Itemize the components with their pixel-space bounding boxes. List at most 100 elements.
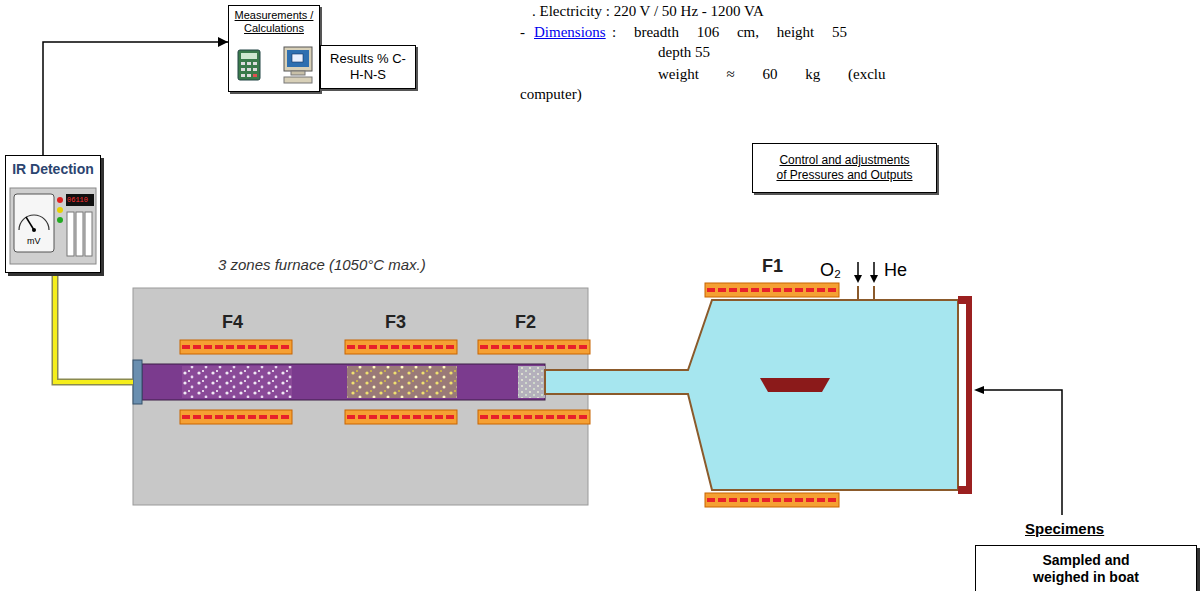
results-box: Results % C-H-N-S [320, 45, 416, 89]
gas-label: He [884, 260, 907, 281]
heater [478, 340, 590, 354]
leader-line [982, 390, 1062, 515]
heater-coil [707, 498, 837, 502]
connector-outline [55, 273, 133, 382]
furnace-box: 3 zones furnace (1050°C max.)F4F3F2 [133, 288, 588, 505]
digital-display [66, 194, 94, 206]
box-title: Measurements / Calculations [231, 9, 317, 35]
monitor-base [291, 71, 305, 75]
ir-detection-box: IR Detection mV 06110 [5, 155, 101, 273]
gas-arrow-head [870, 275, 878, 283]
connector-line [43, 42, 228, 155]
box-title: IR Detection [8, 159, 98, 177]
gas-arrow-head [854, 275, 862, 283]
chamber-end-cap [958, 296, 972, 494]
status-led [57, 207, 63, 213]
calculator-key [253, 74, 257, 77]
heater-coil [480, 415, 588, 419]
leader-arrowhead [974, 386, 984, 394]
calculator-key [241, 74, 245, 77]
gas-inlet [857, 286, 859, 300]
spec-note: depth 55 [658, 44, 710, 61]
meter-unit: mV [27, 236, 41, 247]
control-text: Control and adjustments of Pressures and… [776, 153, 913, 183]
meter-needle [26, 217, 34, 230]
results-text: Results % C-H-N-S [324, 51, 412, 83]
tube-packing [182, 366, 292, 398]
heating-elements [180, 283, 839, 507]
calculator-key [247, 68, 251, 71]
spec-note: computer) [520, 86, 582, 103]
meter-face [14, 194, 54, 252]
calculator-key [241, 62, 245, 65]
keyboard [284, 77, 312, 83]
specimen-leader [974, 386, 1062, 515]
calculator-key [241, 68, 245, 71]
gas-label: O₂ [820, 260, 841, 281]
signal-connector [43, 42, 228, 155]
meter-scale [19, 215, 49, 230]
control-box: Control and adjustments of Pressures and… [752, 143, 937, 193]
display-reading: 06110 [67, 196, 88, 205]
heater [180, 410, 292, 424]
ir-meter [10, 188, 96, 264]
furnace-heading: 3 zones furnace (1050°C max.) [218, 256, 426, 273]
spec-note: - [520, 24, 525, 41]
calculator-key [253, 62, 257, 65]
measurements-box: Measurements / Calculations [228, 5, 320, 92]
zone-label: F3 [385, 312, 406, 333]
status-led [57, 217, 63, 223]
connector-line [55, 273, 133, 382]
heater [345, 340, 457, 354]
monitor-screen [287, 50, 309, 67]
heater [478, 410, 590, 424]
calculator-screen [241, 53, 257, 59]
meter-bar [67, 212, 74, 256]
meter-bar [76, 212, 83, 256]
spec-link: Dimensions [534, 24, 606, 41]
zone-label: F1 [762, 256, 783, 277]
heater-coil [480, 345, 588, 349]
meter-bar [85, 212, 92, 256]
tube-packing [347, 366, 457, 398]
combustion-chamber [545, 300, 958, 490]
tube-packing [518, 366, 545, 398]
needle-pivot [32, 228, 36, 232]
furnace [133, 286, 972, 505]
heater [705, 283, 839, 297]
heater-coil [182, 345, 290, 349]
spec-note: : breadth 106 cm, height 55 [612, 24, 847, 41]
heater-coil [347, 345, 455, 349]
monitor [284, 47, 312, 71]
calculator-icon [238, 50, 260, 80]
heater-coil [182, 415, 290, 419]
heater [180, 340, 292, 354]
gas-arrow-shaft [873, 262, 875, 276]
specimen-box: SpecimensSampled and weighed in boat [975, 545, 1197, 591]
furnace-housing [133, 288, 588, 505]
calculator-key [247, 74, 251, 77]
calculator-key [247, 62, 251, 65]
screen-window [292, 54, 303, 62]
spec-note: weight ≈ 60 kg (exclu [658, 66, 886, 83]
zone-label: F4 [222, 312, 243, 333]
computer-icon [284, 47, 312, 83]
reaction-tube [142, 364, 545, 400]
heater [345, 410, 457, 424]
specimen-heading: Specimens [1025, 520, 1104, 537]
detector-cable [55, 273, 133, 382]
heater-coil [707, 288, 837, 292]
calculator-body [238, 50, 260, 80]
gas-arrows [854, 262, 878, 283]
specimen-text: Sampled and weighed in boat [1021, 552, 1151, 586]
meter-panel [10, 188, 96, 264]
calculator-key [253, 68, 257, 71]
zone-label: F2 [515, 312, 536, 333]
sample-boat [760, 378, 830, 392]
spec-note: . Electricity : 220 V / 50 Hz - 1200 VA [532, 3, 764, 20]
heater-coil [347, 415, 455, 419]
gas-inlet [873, 286, 875, 300]
status-led [57, 197, 63, 203]
